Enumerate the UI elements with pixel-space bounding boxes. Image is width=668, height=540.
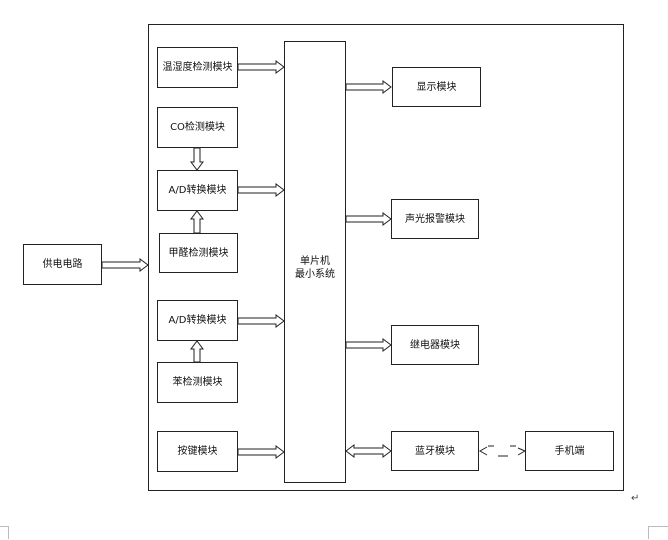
arrow-keys-to-mcu <box>237 445 285 459</box>
system-frame <box>148 24 624 491</box>
temp-humidity-label: 温湿度检测模块 <box>162 62 233 73</box>
relay-box: 继电器模块 <box>391 325 479 365</box>
arrow-benzene-to-adc2 <box>190 340 204 363</box>
alarm-label: 声光报警模块 <box>405 213 465 225</box>
arrow-mcu-to-display <box>345 80 392 94</box>
display-label: 显示模块 <box>416 81 457 93</box>
arrow-power-to-system <box>101 258 149 272</box>
keys-box: 按键模块 <box>157 431 238 472</box>
keys-label: 按键模块 <box>177 446 218 457</box>
arrow-mcu-to-relay <box>345 338 392 352</box>
temp-humidity-box: 温湿度检测模块 <box>157 47 238 88</box>
benzene-box: 苯检测模块 <box>157 362 238 403</box>
phone-label: 手机端 <box>554 445 585 457</box>
arrow-formaldehyde-to-adc1 <box>190 210 204 234</box>
power-supply-box: 供电电路 <box>23 244 102 285</box>
arrow-mcu-to-alarm <box>345 212 392 226</box>
arrow-mcu-bluetooth <box>345 444 392 458</box>
alarm-box: 声光报警模块 <box>391 199 479 239</box>
adc-label-2: A/D转换模块 <box>168 315 227 326</box>
formaldehyde-box: 甲醛检测模块 <box>159 233 238 273</box>
arrow-co-to-adc1 <box>190 147 204 171</box>
arrow-temp-to-mcu <box>237 60 285 74</box>
benzene-label: 苯检测模块 <box>172 377 223 388</box>
page-corner-left <box>0 526 9 539</box>
adc-label-1: A/D转换模块 <box>168 185 227 196</box>
power-supply-label: 供电电路 <box>42 259 83 270</box>
mcu-label-line-2: 最小系统 <box>295 269 335 280</box>
co-sensor-box: CO检测模块 <box>157 107 238 148</box>
formaldehyde-label: 甲醛检测模块 <box>168 247 229 259</box>
wireless-link <box>478 445 527 457</box>
relay-label: 继电器模块 <box>410 339 460 351</box>
phone-box: 手机端 <box>525 431 614 471</box>
arrow-adc2-to-mcu <box>237 314 285 328</box>
adc-box-2: A/D转换模块 <box>157 300 238 341</box>
bluetooth-box: 蓝牙模块 <box>391 431 479 471</box>
mcu-label: 单片机 最小系统 <box>285 255 345 281</box>
paragraph-mark: ↵ <box>631 493 640 504</box>
mcu-box <box>284 41 346 483</box>
page-corner-right <box>648 526 668 539</box>
adc-box-1: A/D转换模块 <box>157 170 238 211</box>
display-box: 显示模块 <box>392 67 481 107</box>
mcu-label-line-1: 单片机 <box>300 256 330 267</box>
arrow-adc1-to-mcu <box>237 183 285 197</box>
co-sensor-label: CO检测模块 <box>170 122 225 133</box>
bluetooth-label: 蓝牙模块 <box>415 445 455 457</box>
